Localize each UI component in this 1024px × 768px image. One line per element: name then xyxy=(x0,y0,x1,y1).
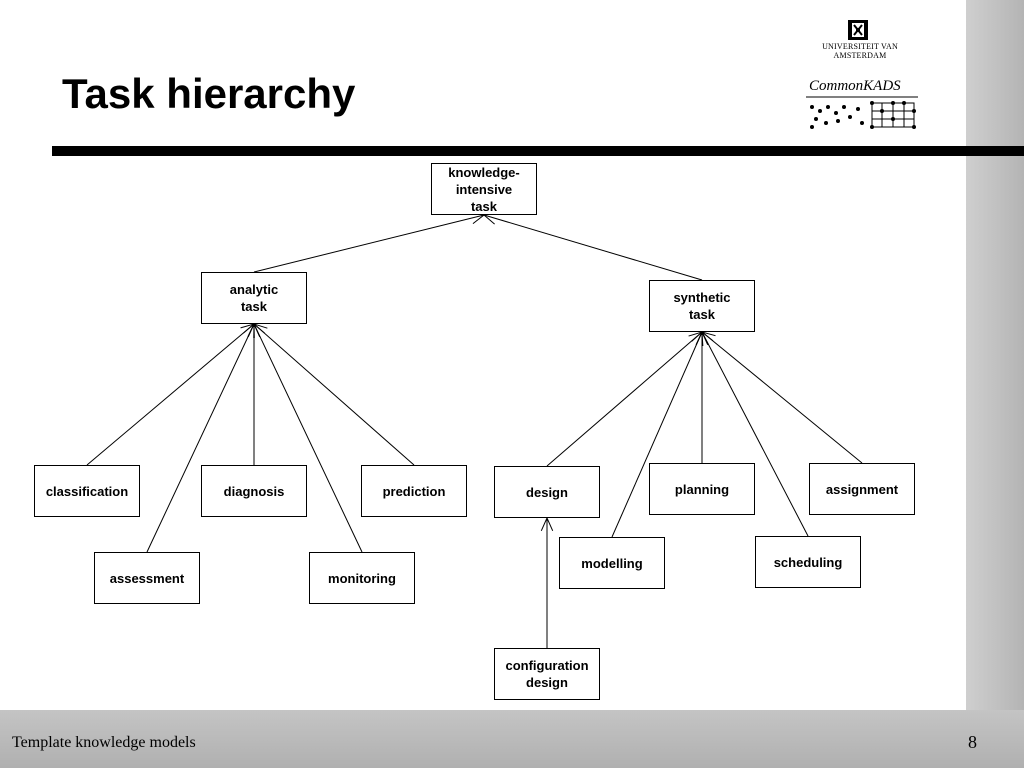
edge-design-to-synthetic-task xyxy=(546,331,703,467)
university-seal-icon xyxy=(848,20,868,40)
node-monitoring: monitoring xyxy=(309,552,415,604)
slide-title: Task hierarchy xyxy=(62,70,356,117)
edge-configuration-design-to-design xyxy=(540,516,554,648)
title-rule xyxy=(52,146,1024,156)
commonkads-logo-text: CommonKADS xyxy=(809,78,901,94)
node-knowledge-intensive-task: knowledge- intensive task xyxy=(431,163,537,215)
commonkads-logo-icon xyxy=(806,96,918,129)
edge-synthetic-task-to-knowledge-intensive-task xyxy=(482,212,703,281)
edge-assignment-to-synthetic-task xyxy=(701,331,863,464)
node-synthetic-task: synthetic task xyxy=(649,280,755,332)
edge-assessment-to-analytic-task xyxy=(146,322,255,553)
right-side-band xyxy=(966,0,1024,768)
node-planning: planning xyxy=(649,463,755,515)
edge-analytic-task-to-knowledge-intensive-task xyxy=(253,212,486,273)
edge-planning-to-synthetic-task xyxy=(695,330,709,463)
node-assessment: assessment xyxy=(94,552,200,604)
page-number: 8 xyxy=(968,732,977,752)
footer-band xyxy=(0,710,1024,768)
node-configuration-design: configuration design xyxy=(494,648,600,700)
node-diagnosis: diagnosis xyxy=(201,465,307,517)
node-modelling: modelling xyxy=(559,537,665,589)
edge-diagnosis-to-analytic-task xyxy=(247,322,261,465)
node-prediction: prediction xyxy=(361,465,467,517)
university-name: Universiteit van Amsterdam xyxy=(822,42,898,60)
edge-prediction-to-analytic-task xyxy=(253,323,415,466)
node-scheduling: scheduling xyxy=(755,536,861,588)
footer-text: Template knowledge models xyxy=(12,734,196,751)
node-classification: classification xyxy=(34,465,140,517)
edge-classification-to-analytic-task xyxy=(86,323,255,466)
node-analytic-task: analytic task xyxy=(201,272,307,324)
node-design: design xyxy=(494,466,600,518)
node-assignment: assignment xyxy=(809,463,915,515)
edge-monitoring-to-analytic-task xyxy=(253,322,363,553)
